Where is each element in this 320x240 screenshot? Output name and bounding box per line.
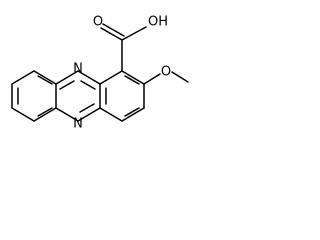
bond	[171, 71, 189, 83]
methoxy-oxygen-atom: O	[161, 65, 171, 80]
bond	[99, 107, 123, 122]
bond	[11, 70, 35, 85]
bond	[33, 70, 57, 85]
bond	[55, 107, 79, 122]
carboxylic-acid-group	[100, 23, 147, 72]
inner-double-bond	[37, 75, 53, 85]
bond	[99, 70, 123, 85]
carbonyl-oxygen-atom: O	[93, 15, 103, 30]
bond	[55, 70, 79, 85]
bond	[143, 73, 161, 85]
inner-double-bond	[37, 107, 53, 117]
bond	[77, 70, 101, 85]
hydroxyl-group-label: OH	[148, 15, 168, 30]
bond	[121, 107, 145, 122]
chemical-structure-diagram: N N O OH O	[11, 15, 189, 132]
nitrogen-atom-top: N	[73, 62, 83, 77]
inner-double-bond	[80, 80, 96, 90]
central-pyrazine-ring	[55, 70, 101, 122]
nitrogen-atom-bottom: N	[73, 117, 83, 132]
bond	[11, 107, 35, 122]
inner-double-bond	[59, 80, 75, 90]
bond	[77, 107, 101, 122]
inner-double-bond	[124, 75, 140, 85]
inner-double-bond	[79, 103, 95, 113]
bond	[121, 26, 147, 41]
double-bond	[102, 23, 125, 37]
methoxy-group	[143, 71, 189, 85]
bond	[33, 107, 57, 122]
left-benzene-ring	[11, 70, 57, 122]
bond	[121, 70, 145, 85]
double-bond	[100, 27, 123, 41]
inner-double-bond	[124, 107, 140, 117]
right-substituted-ring	[99, 70, 145, 122]
structure-canvas: N N O OH O	[11, 14, 189, 132]
